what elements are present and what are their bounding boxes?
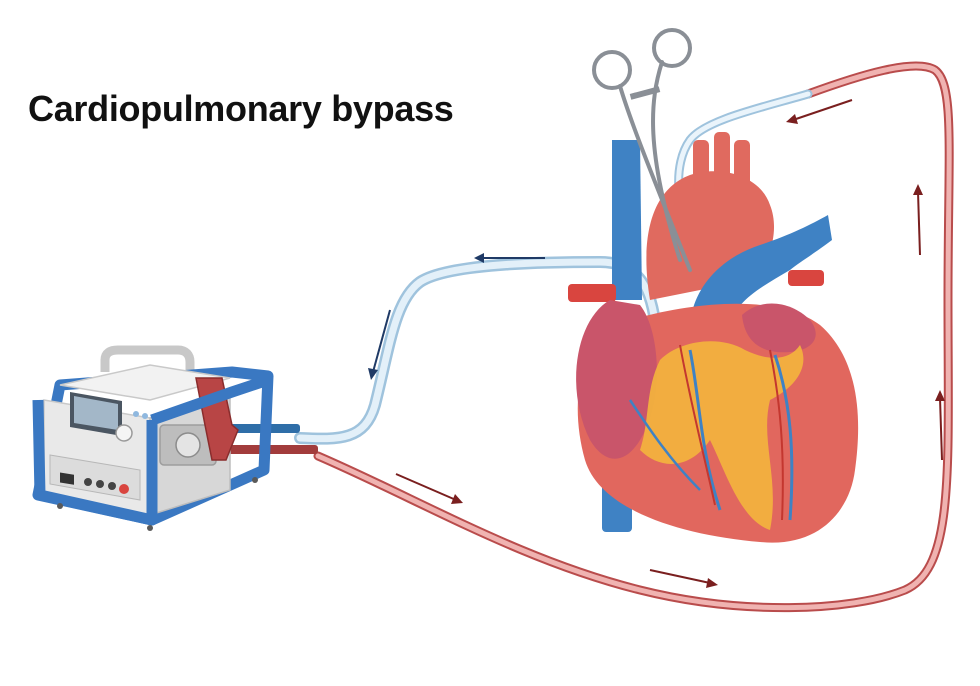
venous-flow-arrow <box>368 309 391 380</box>
diagram-title: Cardiopulmonary bypass <box>28 88 454 129</box>
arterial-flow-arrow <box>649 569 718 588</box>
surgical-clamp-icon <box>592 28 692 272</box>
arterial-flow-arrow <box>786 99 853 124</box>
flow-arrows <box>368 99 945 588</box>
heart-pump-machine-icon <box>32 345 318 531</box>
venous-flow-arrow <box>474 253 545 263</box>
arterial-return-tube <box>313 61 954 613</box>
arterial-flow-arrow <box>913 184 923 256</box>
arterial-flow-arrow <box>395 473 463 504</box>
heart-icon <box>568 132 859 543</box>
arterial-flow-arrow <box>935 390 945 461</box>
